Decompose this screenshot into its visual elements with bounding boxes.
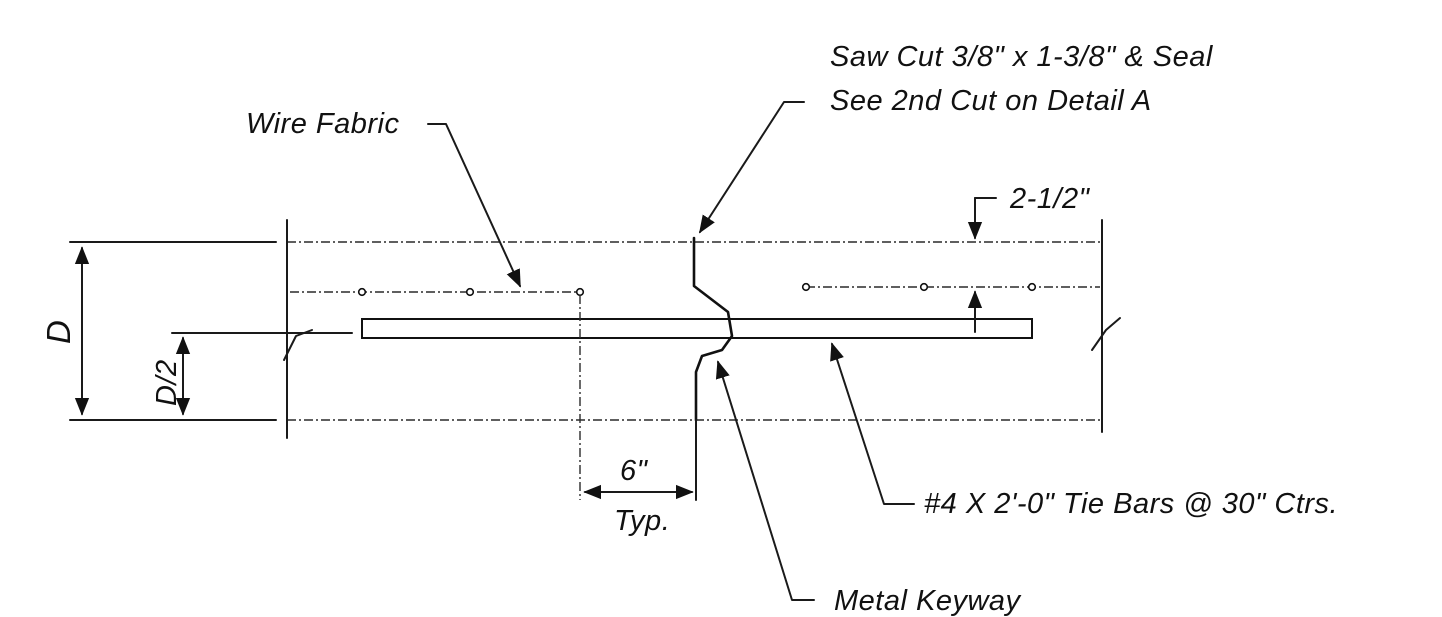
depth-label: D: [40, 320, 77, 344]
joint-keyway-profile: [692, 236, 734, 422]
saw-cut-reference-label: See 2nd Cut on Detail A: [830, 85, 1152, 117]
wire-fabric-leader: [427, 123, 521, 288]
saw-cut-label: Saw Cut 3/8" x 1-3/8" & Seal: [830, 41, 1214, 73]
offset-label: 6": [620, 455, 649, 487]
tie-bar-leader: [830, 342, 915, 505]
wire-dot: [357, 287, 367, 297]
tie-bar: [361, 318, 1033, 339]
wire-dot: [919, 282, 929, 292]
wire-fabric-label: Wire Fabric: [246, 108, 399, 140]
left-break-symbol: [283, 329, 313, 361]
right-break-symbol: [1091, 317, 1121, 351]
tie-bars-label: #4 X 2'-0" Tie Bars @ 30" Ctrs.: [924, 488, 1338, 520]
metal-keyway-label: Metal Keyway: [834, 585, 1022, 617]
typical-label: Typ.: [614, 505, 670, 537]
keyway-leader: [715, 360, 815, 601]
top-cover-label: 2-1/2": [1009, 183, 1091, 215]
wire-dot: [1027, 282, 1037, 292]
wire-dot: [465, 287, 475, 297]
saw-cut-leader: [699, 101, 805, 234]
wire-dot: [575, 287, 585, 297]
wire-dot: [801, 282, 811, 292]
half-depth-label: D/2: [151, 359, 183, 406]
